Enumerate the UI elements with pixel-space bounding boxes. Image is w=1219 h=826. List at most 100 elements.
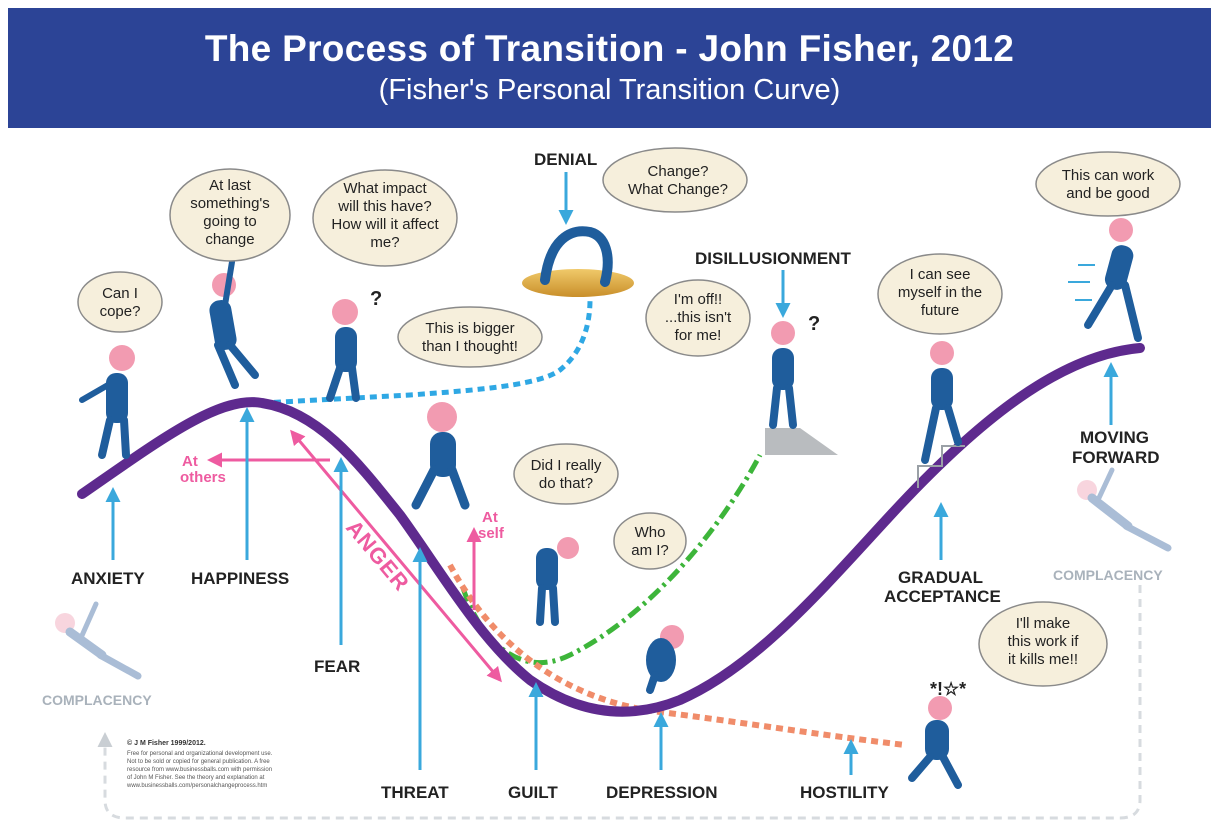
figure-denial <box>522 226 634 297</box>
bubble-can-work-line1: This can work <box>1062 167 1155 184</box>
bubble-im-off: I'm off!! ...this isn't for me! <box>645 279 751 357</box>
bubble-can-i-cope: Can I cope? <box>77 271 163 333</box>
bubble-change-what: Change? What Change? <box>602 147 748 213</box>
bubble-see-myself-cloud <box>877 253 1003 335</box>
anger-arrow <box>290 429 502 683</box>
bubble-bigger: This is bigger than I thought! <box>397 306 543 368</box>
bubble-at-last-line3: going to <box>203 213 256 230</box>
copyright-line4: resource from www.businessballs.com with… <box>127 767 272 773</box>
bubble-who-am-i-cloud <box>613 512 687 570</box>
figure-disillusionment <box>765 321 838 455</box>
copyright-line5: of John M Fisher. See the theory and exp… <box>127 775 265 781</box>
bubble-change-what-line1: Change? <box>648 163 709 180</box>
bubble-bigger-cloud <box>397 306 543 368</box>
label-forward: FORWARD <box>1072 448 1160 467</box>
bubble-can-i-cope-line1: Can I <box>102 285 138 302</box>
figure-disillusionment-head <box>771 321 795 345</box>
figure-fear-head <box>332 299 358 325</box>
figure-guilt-head <box>557 537 579 559</box>
label-complacency-right: COMPLACENCY <box>1053 567 1163 583</box>
label-happiness: HAPPINESS <box>191 569 289 588</box>
question-mark-fear: ? <box>370 288 382 310</box>
bubble-make-work: I'll make this work if it kills me!! <box>978 601 1108 687</box>
bubble-at-last-line2: something's <box>190 195 270 212</box>
bubble-make-work-line1: I'll make <box>1016 615 1071 632</box>
label-at-self-2: self <box>478 525 505 542</box>
label-complacency-left: COMPLACENCY <box>42 692 152 708</box>
bubble-what-impact: What impact will this have? How will it … <box>312 169 458 267</box>
bubble-bigger-line1: This is bigger <box>425 320 514 337</box>
bubble-see-myself-line1: I can see <box>910 266 971 283</box>
bubble-see-myself-line3: future <box>921 302 959 319</box>
bubble-im-off-line1: I'm off!! <box>674 291 722 308</box>
denial-path <box>261 299 593 406</box>
bubble-make-work-line3: it kills me!! <box>1008 651 1078 668</box>
copyright-line1: © J M Fisher 1999/2012. <box>127 739 206 747</box>
figure-moving-forward-head <box>1109 218 1133 242</box>
hostility-path <box>447 563 906 748</box>
label-threat: THREAT <box>381 783 449 802</box>
copyright-notice: © J M Fisher 1999/2012. Free for persona… <box>126 739 273 789</box>
figure-fear <box>326 299 360 402</box>
bubble-can-work: This can work and be good <box>1035 151 1181 217</box>
bubble-at-last-line1: At last <box>209 177 252 194</box>
figure-acceptance-head <box>930 341 954 365</box>
bubble-can-i-cope-line2: cope? <box>100 303 141 320</box>
label-guilt: GUILT <box>508 783 558 802</box>
label-at-others-1: At <box>182 453 198 470</box>
bubble-who-am-i-line2: am I? <box>631 542 669 559</box>
transition-curve <box>77 343 1145 717</box>
bubble-at-last-line4: change <box>205 231 254 248</box>
bubble-make-work-cloud <box>978 601 1108 687</box>
label-anxiety: ANXIETY <box>71 569 145 588</box>
figure-complacency-left <box>55 601 142 680</box>
figure-happiness <box>209 259 259 389</box>
complacency-loop <box>97 585 1142 820</box>
copyright-line3: Not to be sold or copied for general pub… <box>127 759 270 765</box>
label-denial: DENIAL <box>534 150 597 169</box>
bubble-see-myself: I can see myself in the future <box>877 253 1003 335</box>
page-title: The Process of Transition - John Fisher,… <box>204 28 1015 69</box>
label-depression: DEPRESSION <box>606 783 717 802</box>
label-disillusionment: DISILLUSIONMENT <box>695 249 851 268</box>
bubble-who-am-i: Who am I? <box>613 512 687 570</box>
label-moving: MOVING <box>1080 428 1149 447</box>
bubble-bigger-line2: than I thought! <box>422 338 518 355</box>
figure-moving-forward <box>1068 218 1142 342</box>
bubble-make-work-line2: this work if <box>1008 633 1080 650</box>
question-mark-disillusionment: ? <box>808 313 820 335</box>
bubble-im-off-cloud <box>645 279 751 357</box>
bubble-change-what-cloud <box>602 147 748 213</box>
bubble-really-did-line1: Did I really <box>531 457 602 474</box>
disillusionment-platform <box>765 428 838 455</box>
transition-curve-diagram: ANXIETY HAPPINESS FEAR THREAT GUILT DEPR… <box>42 147 1181 820</box>
bubble-see-myself-line2: myself in the <box>898 284 982 301</box>
bubble-really-did-cloud <box>513 443 619 505</box>
label-at-others-2: others <box>180 469 226 486</box>
bubble-what-impact-line3: How will it affect <box>331 216 439 233</box>
bubble-what-impact-line2: will this have? <box>337 198 431 215</box>
bubble-who-am-i-line1: Who <box>635 524 666 541</box>
bubble-really-did-line2: do that? <box>539 475 593 492</box>
copyright-line2: Free for personal and organizational dev… <box>127 751 273 757</box>
figure-hostility <box>908 696 962 789</box>
copyright-line6: www.businessballs.com/personalchangeproc… <box>126 783 267 789</box>
bubble-at-last-cloud <box>169 168 291 262</box>
figure-threat-head <box>427 402 457 432</box>
header-banner: The Process of Transition - John Fisher,… <box>8 8 1211 128</box>
page-subtitle: (Fisher's Personal Transition Curve) <box>378 74 841 106</box>
denial-hole <box>522 269 634 297</box>
bubble-can-work-cloud <box>1035 151 1181 217</box>
bubble-what-impact-line4: me? <box>370 234 399 251</box>
figure-depression <box>646 625 684 694</box>
label-at-self-1: At <box>482 509 498 526</box>
figure-acceptance <box>917 341 965 488</box>
bubble-what-impact-line1: What impact <box>343 180 427 197</box>
bubble-change-what-line2: What Change? <box>628 181 728 198</box>
label-hostility: HOSTILITY <box>800 783 889 802</box>
bubble-really-did: Did I really do that? <box>513 443 619 505</box>
bubble-at-last: At last something's going to change <box>169 168 291 262</box>
bubble-can-i-cope-cloud <box>77 271 163 333</box>
label-fear: FEAR <box>314 657 360 676</box>
